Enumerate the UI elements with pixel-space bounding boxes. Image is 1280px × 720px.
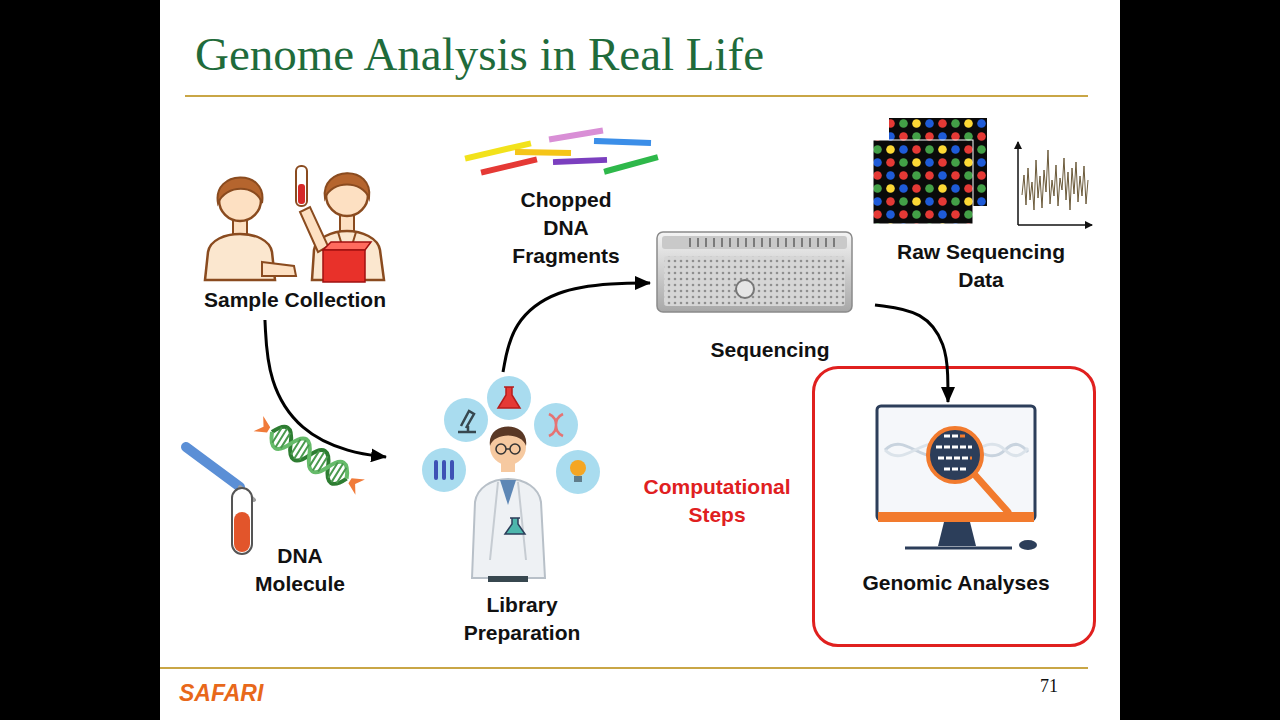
scientist-illustration xyxy=(510,444,520,454)
side-bar xyxy=(0,0,160,720)
scientist-illustration xyxy=(549,414,563,436)
computer-illustration xyxy=(975,475,1008,512)
people-illustration xyxy=(296,166,307,206)
sequencer-illustration xyxy=(690,238,834,247)
node-label: Sample Collection xyxy=(204,286,386,314)
scientist-illustration xyxy=(570,460,586,476)
dna-illustration xyxy=(186,413,367,554)
dna-fragment xyxy=(607,158,655,171)
computer-illustration xyxy=(928,428,982,482)
sequencer-illustration xyxy=(662,236,847,249)
people-illustration xyxy=(262,262,296,276)
raw-data-illustration xyxy=(1018,224,1092,226)
scientist-illustration xyxy=(574,476,582,482)
node-label: Sequencing xyxy=(710,336,829,364)
dna-illustration xyxy=(252,413,366,497)
computer-illustration xyxy=(905,547,1012,550)
scientist-illustration xyxy=(490,482,526,560)
computer-illustration xyxy=(936,436,972,469)
scientist-illustration xyxy=(458,411,476,432)
sequencer-illustration xyxy=(664,256,845,306)
dna-illustration xyxy=(271,426,347,485)
flow-arrow xyxy=(265,320,386,457)
node-label: Library Preparation xyxy=(455,591,590,647)
scientist-illustration xyxy=(500,480,516,505)
dna-illustration xyxy=(186,447,240,487)
analysis-group: Genomic Analyses xyxy=(838,402,1074,602)
scientist-illustration xyxy=(487,376,531,420)
computer-illustration xyxy=(936,436,972,458)
scientist-illustration xyxy=(472,479,545,578)
computer-illustration xyxy=(1019,540,1037,550)
logo-text: SAFARI xyxy=(179,679,319,707)
raw-data-illustration xyxy=(873,118,1092,225)
computer-illustration xyxy=(877,406,1035,520)
slide-title: Genome Analysis in Real Life xyxy=(195,24,764,84)
scientist-illustration xyxy=(498,387,520,408)
dna-fragment xyxy=(552,131,600,139)
people-illustration xyxy=(205,166,384,282)
computer-illustration xyxy=(938,522,976,546)
scientist-illustration xyxy=(488,576,528,582)
dna-illustration xyxy=(345,473,365,495)
sequencer-group: Sequencing xyxy=(650,228,875,365)
rule-line xyxy=(160,667,1088,669)
dna-illustration xyxy=(266,422,353,489)
raw-data-illustration xyxy=(1017,142,1019,225)
page-number: 71 xyxy=(1040,672,1080,700)
dna-illustration xyxy=(266,422,353,489)
scientist-illustration xyxy=(506,448,510,450)
caption-label: Chopped DNA Fragments xyxy=(507,186,625,270)
scientist-illustration xyxy=(444,398,488,442)
scientist-illustration xyxy=(422,376,600,582)
scientist-illustration xyxy=(436,462,452,478)
side-bar xyxy=(1120,0,1280,720)
sample-collection-group: Sample Collection xyxy=(182,160,408,320)
scientist-illustration xyxy=(534,403,578,447)
scientist-illustration xyxy=(422,448,466,492)
computer-illustration xyxy=(877,406,1037,550)
library-prep-group: Library Preparation xyxy=(386,372,624,648)
caption-label: DNA Molecule xyxy=(250,542,350,598)
scientist-illustration xyxy=(505,518,525,534)
dna-fragment xyxy=(468,131,655,172)
dna-fragment xyxy=(597,141,648,143)
dna-illustration xyxy=(254,416,274,438)
dna-illustration xyxy=(234,512,250,552)
people-illustration xyxy=(300,207,328,252)
flow-arrow xyxy=(503,283,650,372)
caption-label: Raw Sequencing Data xyxy=(881,238,1081,294)
sequencer-illustration xyxy=(657,232,852,312)
node-label: Genomic Analyses xyxy=(862,569,1049,597)
raw-data-illustration xyxy=(1022,150,1088,210)
sequencer-illustration xyxy=(736,280,754,298)
dna-fragment xyxy=(556,160,604,162)
rule-line xyxy=(185,95,1088,97)
raw-data-illustration xyxy=(873,140,973,224)
people-illustration xyxy=(218,177,263,203)
people-illustration xyxy=(298,184,305,204)
scientist-illustration xyxy=(556,450,600,494)
people-illustration xyxy=(325,173,370,198)
dna-illustration xyxy=(232,488,252,554)
flow-arrow xyxy=(875,305,948,402)
rule-line xyxy=(160,96,1088,668)
people-illustration xyxy=(323,250,365,282)
node-label: Computational Steps xyxy=(637,473,797,529)
dna-fragment xyxy=(518,152,568,153)
dna-fragment xyxy=(484,160,534,172)
scientist-illustration xyxy=(490,427,527,447)
scientist-illustration xyxy=(496,444,506,454)
people-illustration xyxy=(323,242,371,250)
sequencer-illustration xyxy=(657,232,852,312)
computational-box: Computational StepsGenomic Analyses xyxy=(812,366,1096,647)
